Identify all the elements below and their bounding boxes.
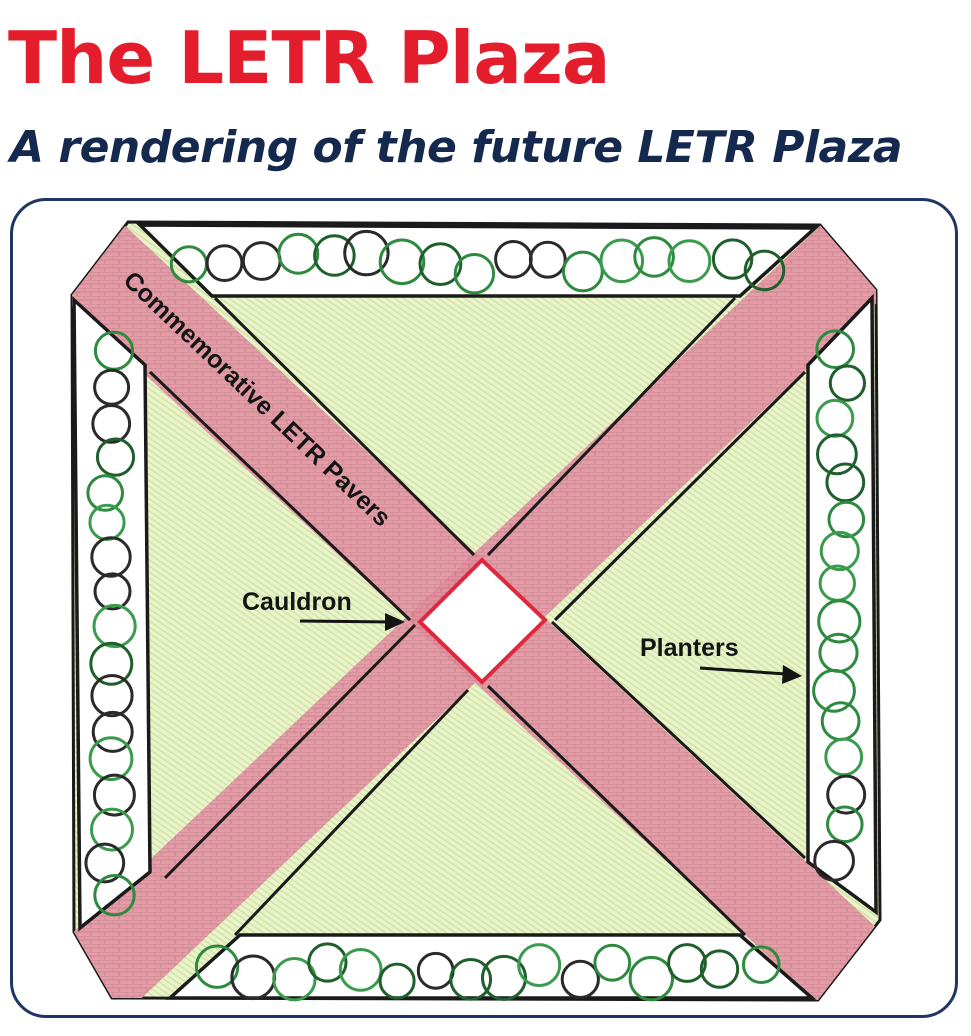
- shrub: [91, 404, 132, 444]
- shrub: [343, 229, 390, 277]
- shrub: [205, 244, 244, 283]
- shrub: [95, 437, 136, 477]
- planters-label: Planters: [640, 634, 739, 662]
- shrub: [90, 807, 134, 852]
- shrub: [827, 500, 866, 539]
- shrub: [84, 842, 126, 884]
- shrub: [667, 239, 712, 284]
- planter-right: [806, 293, 878, 916]
- planter-shrubs: [84, 229, 867, 1002]
- cauldron-square: [417, 557, 548, 685]
- shrub: [378, 238, 426, 286]
- shrub: [633, 236, 675, 278]
- shrub: [699, 949, 740, 989]
- shrub: [91, 710, 134, 753]
- shrub: [307, 942, 348, 983]
- shrub: [194, 944, 240, 989]
- shrub: [481, 954, 527, 1001]
- shrub: [313, 234, 356, 277]
- shrub: [667, 943, 707, 983]
- shrub: [599, 238, 645, 284]
- shrub: [453, 253, 496, 295]
- shrub: [88, 736, 134, 781]
- planter-top: [135, 223, 820, 298]
- shrub: [826, 774, 867, 815]
- shrub: [593, 943, 632, 982]
- shrub: [560, 959, 600, 1000]
- shrub: [815, 329, 856, 370]
- shrub: [628, 955, 674, 1002]
- shrub: [92, 603, 137, 649]
- planters-arrow: [699, 665, 802, 684]
- page-title: The LETR Plaza: [8, 16, 610, 100]
- shrub: [812, 668, 856, 713]
- shrub: [89, 641, 134, 686]
- shrub: [528, 240, 567, 279]
- shrub: [813, 839, 855, 882]
- shrub: [277, 232, 320, 275]
- shrub: [817, 599, 862, 644]
- shrub: [517, 943, 562, 988]
- shrub: [90, 536, 132, 578]
- shrub: [819, 530, 860, 572]
- cauldron-arrow: [299, 613, 405, 631]
- shrub: [92, 773, 136, 817]
- shrub: [338, 948, 383, 992]
- shrub: [743, 249, 786, 292]
- planter-left: [72, 295, 152, 932]
- shrub: [742, 945, 781, 985]
- shrub: [86, 474, 124, 512]
- page-subtitle: A rendering of the future LETR Plaza: [10, 122, 903, 173]
- cauldron-label: Cauldron: [242, 588, 352, 616]
- shrub: [826, 805, 864, 844]
- shrub: [816, 433, 858, 476]
- shrub: [272, 957, 317, 1002]
- shrub: [418, 242, 463, 287]
- shrub: [449, 958, 493, 1001]
- shrub: [711, 238, 754, 280]
- shrub: [90, 674, 134, 718]
- shrub: [828, 364, 867, 402]
- planter-bottom: [165, 933, 817, 1000]
- shrub: [93, 874, 136, 917]
- walkway-edges: [148, 296, 807, 937]
- shrub: [378, 962, 416, 1000]
- shrub: [93, 572, 132, 611]
